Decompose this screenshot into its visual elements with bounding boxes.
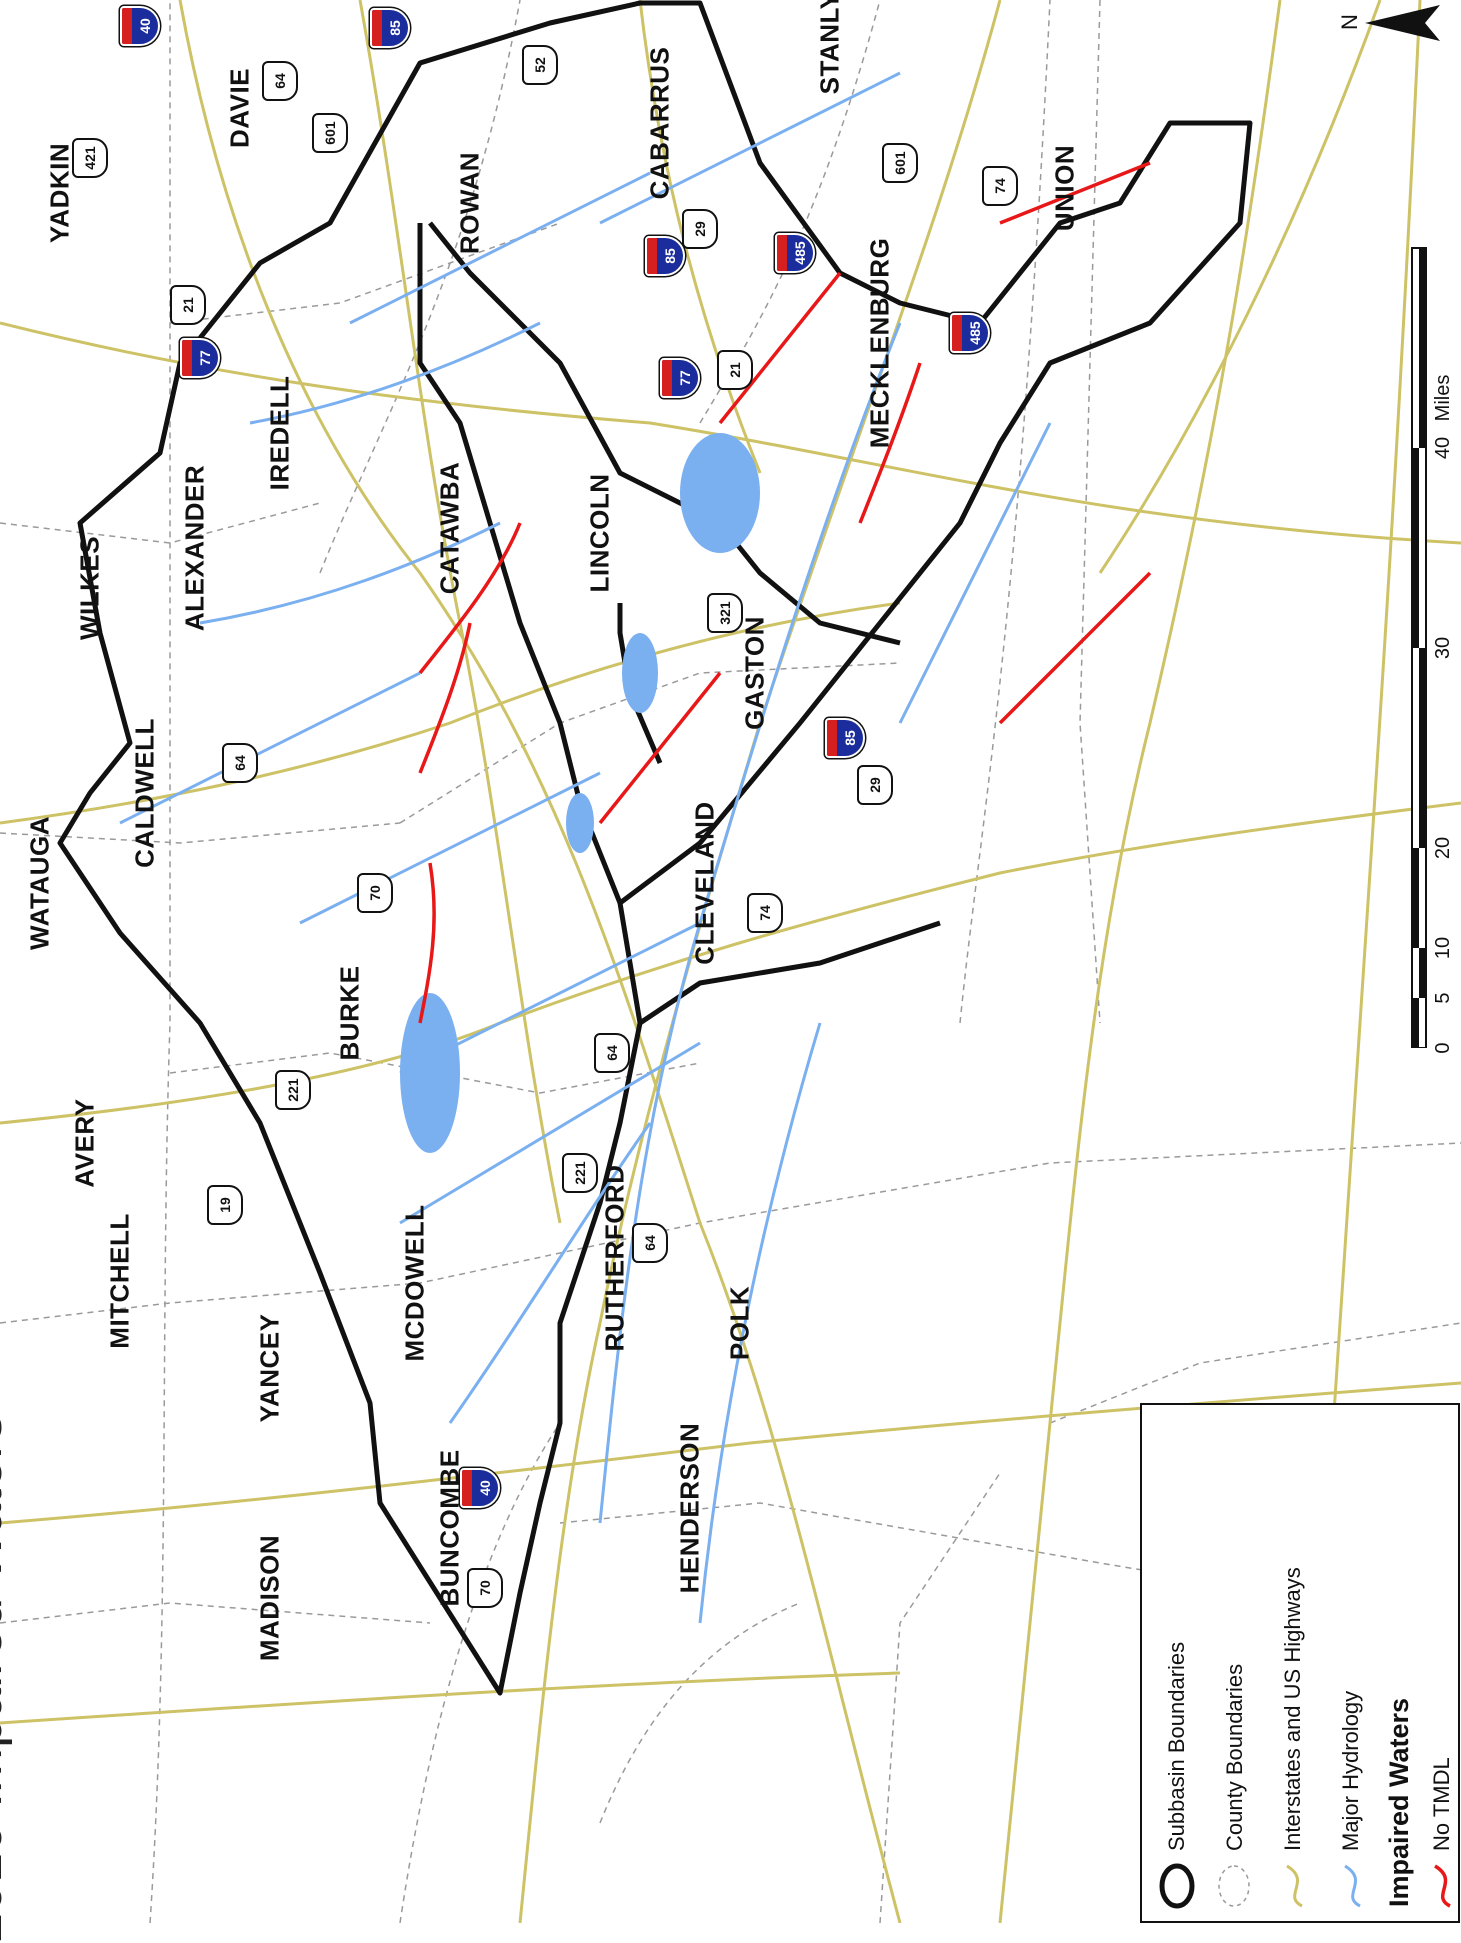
county-label: MITCHELL	[104, 1213, 135, 1349]
north-arrow-icon	[1365, 5, 1440, 41]
us-route-shield: 29	[682, 209, 718, 249]
scale-bar: 0 5 10 20 30 40 Miles	[1410, 228, 1460, 1054]
county-label: AVERY	[69, 1098, 100, 1188]
interstate-shield: 40	[120, 6, 160, 46]
county-label: ALEXANDER	[179, 464, 210, 632]
county-label: POLK	[724, 1285, 755, 1361]
scale-tick: 20	[1432, 836, 1454, 860]
county-label: CATAWBA	[434, 461, 465, 595]
us-route-shield: 70	[357, 873, 393, 913]
us-route-shield: 19	[207, 1185, 243, 1225]
interstate-shield: 77	[660, 358, 700, 398]
us-route-shield: 70	[467, 1568, 503, 1608]
county-label: CLEVELAND	[689, 801, 720, 965]
map-legend: Subbasin Boundaries County Boundaries In…	[1140, 1403, 1460, 1923]
interstate-shield: 77	[180, 338, 220, 378]
scale-tick: 40	[1432, 436, 1454, 460]
county-label: DAVIE	[224, 67, 255, 149]
county-label: YADKIN	[44, 142, 75, 244]
north-label: N	[1337, 14, 1362, 30]
legend-item-county: County Boundaries	[1222, 1663, 1247, 1851]
county-label: LINCOLN	[584, 473, 615, 593]
county-label: WILKES	[74, 535, 105, 641]
interstate-shield: 40	[460, 1468, 500, 1508]
scale-bar-graphic	[1411, 247, 1427, 1048]
us-route-shield: 74	[982, 166, 1018, 206]
interstate-shield: 85	[645, 236, 685, 276]
map-title: 2010 Impaired Waters	[0, 1413, 13, 1943]
interstate-shield: 485	[775, 233, 815, 273]
us-route-shield: 21	[717, 350, 753, 390]
north-arrow: N	[1337, 3, 1455, 43]
interstate-shield: 485	[950, 313, 990, 353]
scale-tick: 0	[1432, 1042, 1454, 1054]
county-label: MADISON	[254, 1534, 285, 1662]
county-label: MECKLENBURG	[864, 237, 895, 449]
us-route-shield: 64	[222, 743, 258, 783]
county-label: RUTHERFORD	[599, 1164, 630, 1352]
impaired-waters	[418, 161, 1152, 1024]
legend-heading-impaired: Impaired Waters	[1384, 1697, 1414, 1907]
us-route-shield: 74	[747, 893, 783, 933]
county-label: ROWAN	[454, 151, 485, 255]
county-label: IREDELL	[264, 375, 295, 491]
legend-item-subbasin: Subbasin Boundaries	[1164, 1641, 1189, 1851]
us-route-shield: 64	[262, 61, 298, 101]
county-label: GASTON	[739, 616, 770, 730]
county-label: WATAUGA	[24, 816, 55, 950]
us-route-shield: 601	[882, 143, 918, 183]
legend-item-highways: Interstates and US Highways	[1280, 1567, 1305, 1851]
us-route-shield: 64	[632, 1223, 668, 1263]
us-route-shield: 221	[275, 1070, 311, 1110]
county-label: BURKE	[334, 965, 365, 1061]
county-label: CABARRUS	[644, 46, 675, 200]
interstate-shield: 85	[370, 8, 410, 48]
interstate-shield: 85	[825, 718, 865, 758]
county-label: MCDOWELL	[399, 1204, 430, 1362]
us-route-shield: 221	[562, 1153, 598, 1193]
county-label: UNION	[1049, 144, 1080, 232]
legend-item-no-tmdl: No TMDL	[1429, 1757, 1454, 1851]
us-route-shield: 21	[170, 285, 206, 325]
county-label: HENDERSON	[674, 1422, 705, 1594]
county-label: YANCEY	[254, 1313, 285, 1423]
us-route-shield: 29	[857, 765, 893, 805]
county-label: CALDWELL	[129, 718, 160, 868]
hydrology	[119, 71, 1052, 1624]
us-route-shield: 421	[72, 138, 108, 178]
scale-unit: Miles	[1432, 374, 1454, 422]
legend-symbols	[1159, 1863, 1451, 1909]
county-label: STANLY	[814, 0, 845, 95]
us-route-shield: 601	[312, 113, 348, 153]
scale-tick: 5	[1432, 992, 1454, 1004]
scale-tick: 10	[1432, 936, 1454, 960]
us-route-shield: 64	[594, 1033, 630, 1073]
us-route-shield: 321	[707, 593, 743, 633]
scale-tick: 30	[1432, 636, 1454, 660]
legend-item-hydrology: Major Hydrology	[1338, 1690, 1363, 1851]
lakes	[400, 433, 760, 1153]
us-route-shield: 52	[522, 45, 558, 85]
